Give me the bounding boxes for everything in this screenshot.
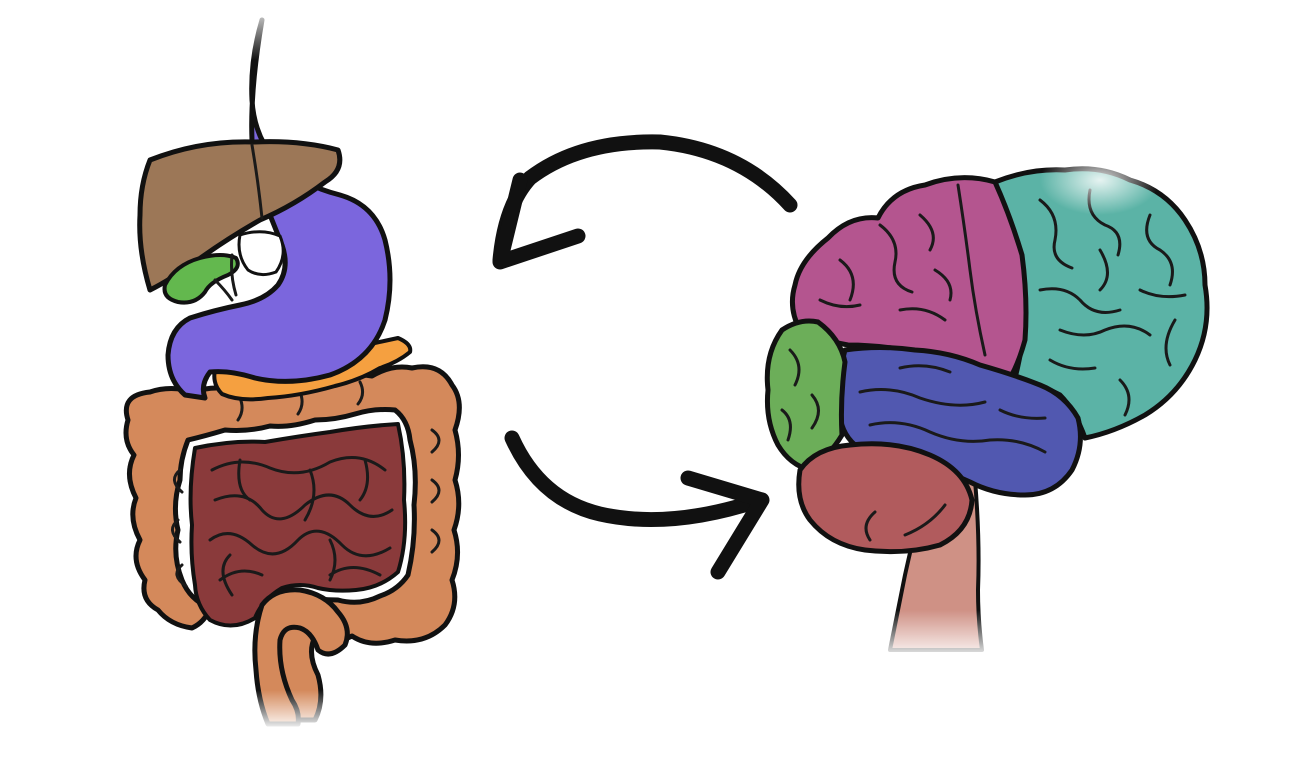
gallbladder [162, 253, 240, 305]
small-intestine [188, 422, 408, 628]
arrow-to-gut-icon [492, 134, 798, 270]
brain-icon [764, 145, 1210, 660]
digestive-system-icon [123, 0, 462, 730]
cerebellum-folds [864, 503, 947, 542]
occipital-lobe-folds [780, 348, 820, 442]
stomach-hole [237, 230, 285, 277]
frontal-lobe-folds [1038, 188, 1187, 417]
brainstem-fade [870, 610, 1000, 660]
liver [137, 139, 343, 293]
cerebellum [796, 441, 975, 555]
colon-haustra [171, 380, 441, 588]
small-intestine-folds [208, 456, 394, 597]
esophagus-fade [230, 0, 320, 60]
arrow-to-brain-icon [504, 430, 770, 580]
digestive-bottom-fade [240, 690, 360, 730]
bile-duct [213, 253, 238, 302]
parietal-lobe-folds [818, 183, 987, 357]
liver-lobe-line [250, 143, 264, 220]
temporal-lobe-folds [858, 364, 1047, 454]
brain-top-glow [1040, 145, 1160, 215]
